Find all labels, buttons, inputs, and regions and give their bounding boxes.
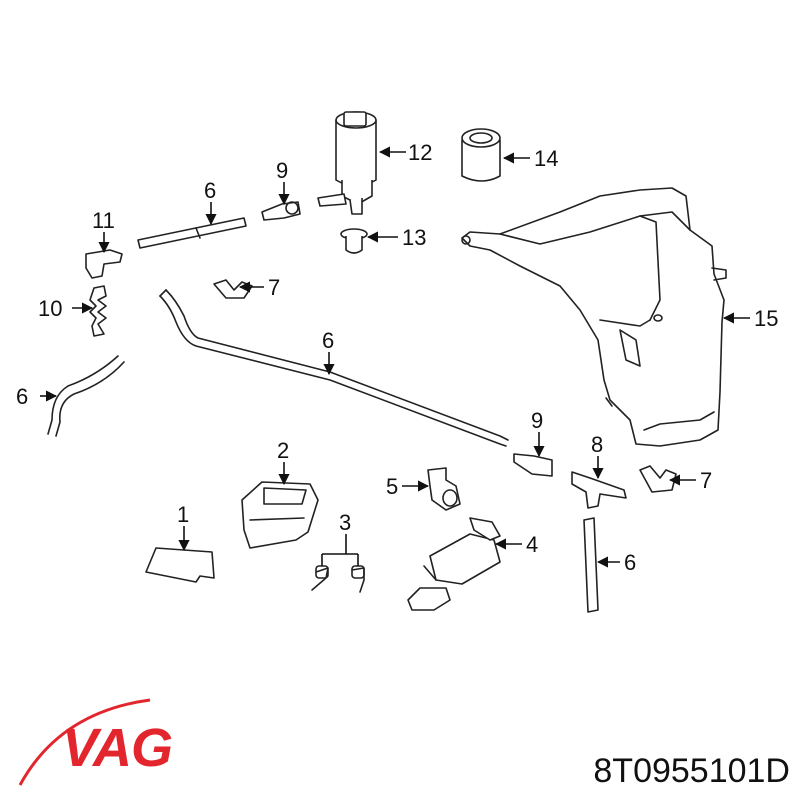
callout-6-upper: 6 <box>204 178 216 203</box>
cover-1 <box>145 547 215 583</box>
cap-14 <box>461 128 501 182</box>
clip-7-upper <box>213 279 253 299</box>
callout-2: 2 <box>277 438 289 463</box>
leader-lines <box>40 146 750 568</box>
callout-5: 5 <box>386 474 398 499</box>
corrugated-connector-10 <box>89 285 107 337</box>
springs-3 <box>311 565 365 593</box>
callout-6-long: 6 <box>322 328 334 353</box>
connector-9-upper <box>261 201 301 221</box>
callout-1: 1 <box>177 502 189 527</box>
callout-11: 11 <box>92 208 115 233</box>
callout-4: 4 <box>526 532 538 557</box>
callout-9-lower: 9 <box>531 408 543 433</box>
callout-8: 8 <box>591 432 603 457</box>
nozzle-5 <box>427 467 461 511</box>
vag-logo: VAG <box>18 698 173 786</box>
bracket-2 <box>241 481 319 549</box>
hose-6-long <box>159 289 509 447</box>
washer-reservoir-15 <box>461 187 727 447</box>
callout-13: 13 <box>402 225 426 250</box>
hose-6-upper <box>137 217 247 249</box>
callout-12: 12 <box>408 140 432 165</box>
t-connector-8 <box>571 471 627 509</box>
washer-pump-12 <box>317 111 377 215</box>
part-number: 8T0955101D <box>593 752 790 790</box>
callout-6-right: 6 <box>624 550 636 575</box>
connector-9-lower <box>513 453 553 477</box>
callout-15: 15 <box>754 306 778 331</box>
callout-3: 3 <box>339 510 351 535</box>
logo-text: VAG <box>62 718 172 778</box>
headlamp-pump-4 <box>407 517 501 611</box>
callout-9-upper: 9 <box>276 158 288 183</box>
callout-6-left: 6 <box>16 384 28 409</box>
elbow-11 <box>85 249 123 279</box>
callout-7-lower: 7 <box>700 468 712 493</box>
hose-6-right <box>583 517 599 613</box>
grommet-13 <box>340 228 368 254</box>
callout-14: 14 <box>534 146 558 171</box>
hose-6-left <box>47 355 125 437</box>
callout-10: 10 <box>38 296 62 321</box>
callout-7-upper: 7 <box>268 275 280 300</box>
clip-7-lower <box>639 465 677 493</box>
